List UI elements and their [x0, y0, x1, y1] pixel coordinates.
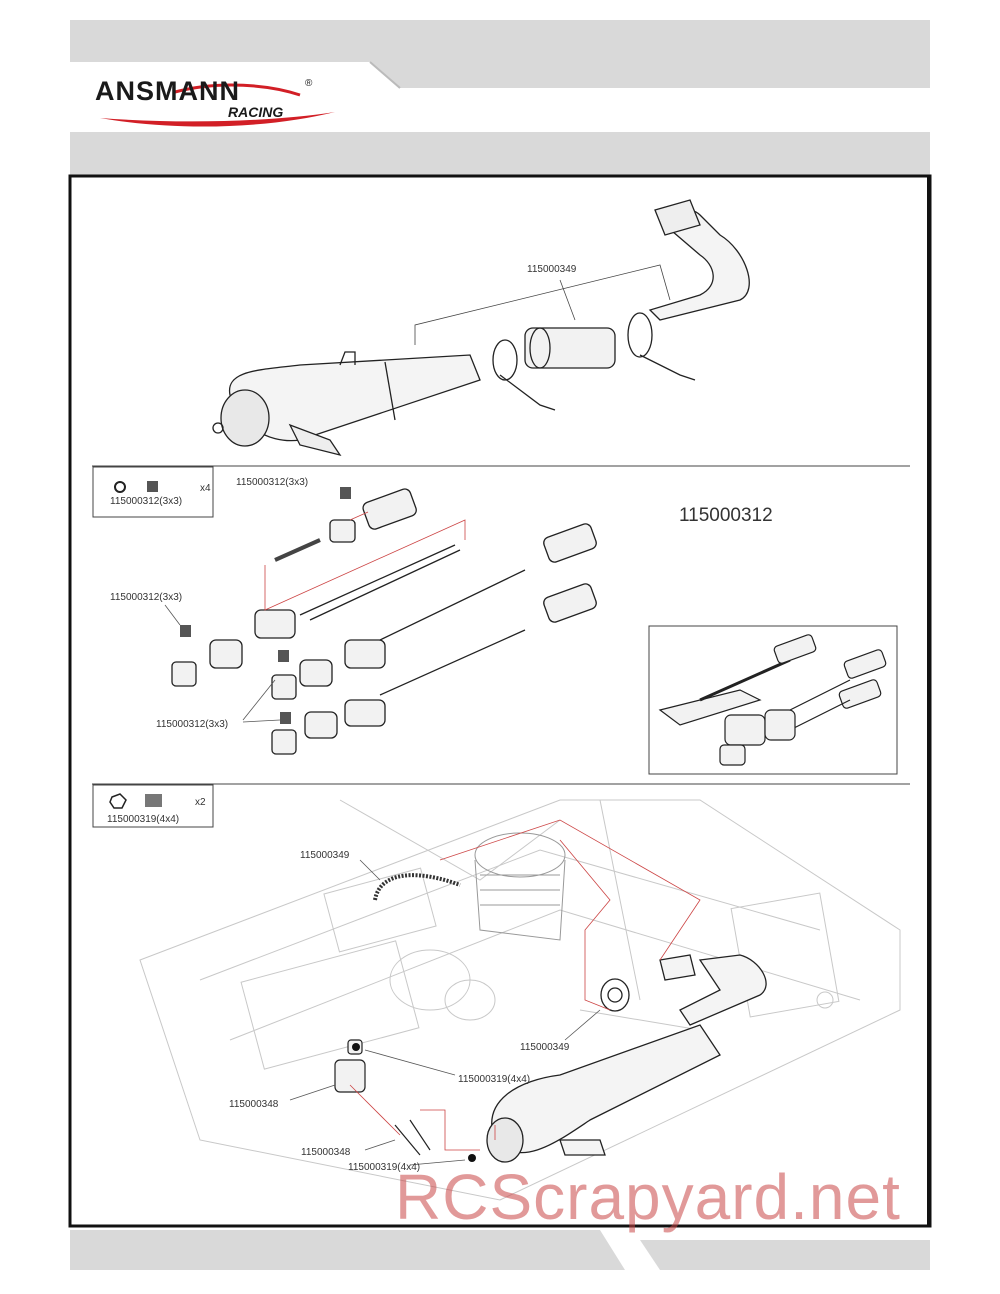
- part-label-312-c: 115000312(3x3): [156, 719, 229, 730]
- part-label-319-brace: 115000319(4x4): [348, 1162, 421, 1173]
- legend-part-319: 115000319(4x4): [107, 814, 180, 825]
- part-label-348-brace: 115000348: [301, 1147, 351, 1158]
- part-label-348-mount: 115000348: [229, 1099, 279, 1110]
- washer-icon: [114, 481, 126, 493]
- part-label-319-mount: 115000319(4x4): [458, 1074, 531, 1085]
- logo-swoosh-icon: [100, 83, 335, 127]
- set-screw-icon: [147, 481, 158, 492]
- watermark-text: RCScrapyard.net: [395, 1161, 901, 1233]
- linkage-drawing: [92, 466, 898, 775]
- part-label-pipe: 115000349: [527, 264, 577, 275]
- part-label-312-b: 115000312(3x3): [110, 592, 183, 603]
- installation-drawing: [92, 784, 901, 1201]
- section-title-312: 115000312: [679, 505, 773, 526]
- legend-qty-x2: x2: [195, 797, 206, 808]
- part-label-349-glow: 115000349: [300, 850, 350, 861]
- brand-name: ANSMANN: [95, 76, 240, 106]
- grub-screw-icon: [145, 794, 162, 807]
- part-label-312-a: 115000312(3x3): [236, 477, 309, 488]
- legend-part-312: 115000312(3x3): [110, 496, 183, 507]
- legend-qty-x4: x4: [200, 483, 211, 494]
- exhaust-pipe-drawing: [212, 199, 750, 457]
- brand-registered: ®: [305, 78, 313, 89]
- part-label-349-exhaust: 115000349: [520, 1042, 570, 1053]
- nut-icon: [109, 793, 127, 809]
- brand-sub: RACING: [228, 104, 284, 120]
